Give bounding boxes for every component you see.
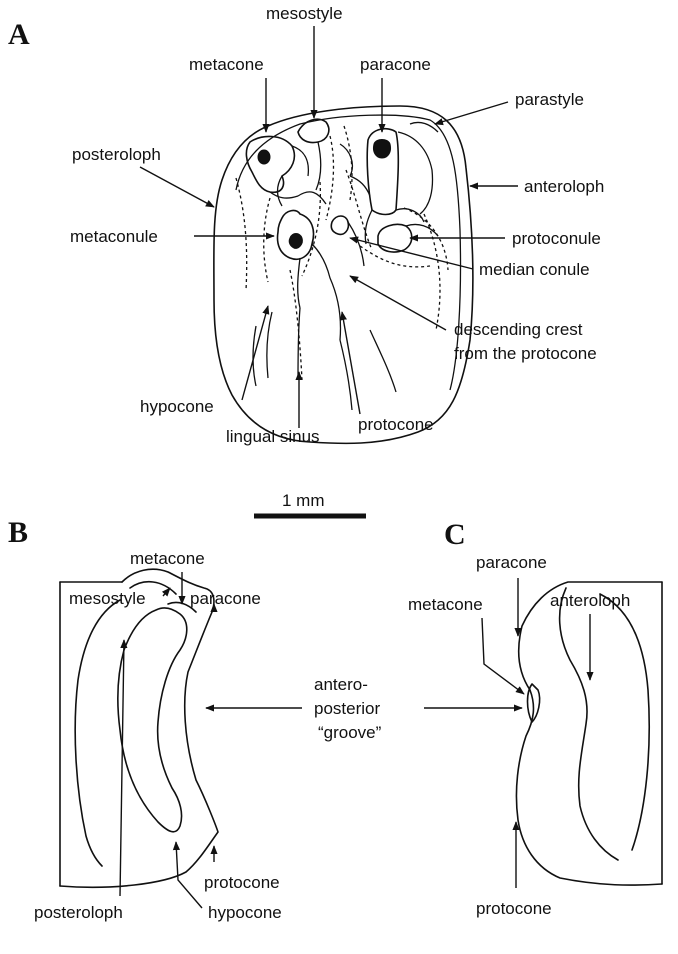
- arrow-hypocone: [242, 306, 268, 400]
- arrow-posteroloph-b: [120, 640, 124, 896]
- tooth-c-anteroloph-ridge: [600, 594, 649, 850]
- tooth-c-inner-profile: [560, 588, 618, 860]
- label-hypocone: hypocone: [140, 397, 214, 416]
- arrow-descending-crest: [350, 276, 446, 330]
- label-metacone-b: metacone: [130, 549, 205, 568]
- parastyle-crest: [398, 122, 438, 214]
- label-median-conule: median conule: [479, 260, 590, 279]
- panel-label-a: A: [8, 18, 30, 51]
- label-mesostyle: mesostyle: [266, 4, 343, 23]
- arrow-posteroloph: [140, 167, 214, 207]
- label-lingual-sinus: lingual sinus: [226, 427, 320, 446]
- label-mesostyle-b: mesostyle: [69, 589, 146, 608]
- arrow-parastyle: [435, 102, 508, 124]
- tooth-c-lateral-view: [516, 582, 662, 885]
- label-parastyle: parastyle: [515, 90, 584, 109]
- metaconule-pit: [289, 234, 302, 249]
- scale-bar: 1 mm: [254, 491, 366, 516]
- tooth-c-outer-profile: [516, 582, 662, 885]
- label-anteroloph: anteroloph: [524, 177, 604, 196]
- label-protocone-b: protocone: [204, 873, 280, 892]
- tooth-a-occlusal-view: [214, 106, 473, 443]
- panel-label-c: C: [444, 518, 466, 551]
- tooth-b-outer-profile: [60, 569, 218, 887]
- label-protocone-c: protocone: [476, 899, 552, 918]
- label-posteroloph: posteroloph: [72, 145, 161, 164]
- label-protocone-a: protocone: [358, 415, 434, 434]
- label-metaconule: metaconule: [70, 227, 158, 246]
- panel-c-labels: paracone metacone anteroloph protocone: [408, 553, 630, 918]
- tooth-b-inner-profile: [118, 608, 187, 832]
- label-protoconule: protoconule: [512, 229, 601, 248]
- label-groove-line1: antero-: [314, 675, 368, 694]
- protoconule-cusp: [378, 224, 412, 252]
- tooth-a-outline: [214, 106, 473, 443]
- label-paracone-b: paracone: [190, 589, 261, 608]
- label-groove-line2: posterior: [314, 699, 380, 718]
- median-conule: [331, 216, 348, 234]
- scale-bar-label: 1 mm: [282, 491, 325, 510]
- tooth-b-posteroloph-ridge: [75, 600, 120, 866]
- lingual-grooves: [253, 308, 396, 410]
- label-paracone: paracone: [360, 55, 431, 74]
- label-posteroloph-b: posteroloph: [34, 903, 123, 922]
- arrow-mesostyle-b: [163, 588, 170, 596]
- label-anteroloph-c: anteroloph: [550, 591, 630, 610]
- tooth-b-lateral-view: [60, 569, 218, 887]
- label-hypocone-b: hypocone: [208, 903, 282, 922]
- paracone-pit: [373, 140, 390, 159]
- panel-a-labels: mesostyle metacone paracone parastyle po…: [70, 4, 604, 446]
- label-groove-line3: “groove”: [318, 723, 382, 742]
- panel-label-b: B: [8, 516, 28, 549]
- metacone-pit: [258, 150, 270, 164]
- label-paracone-c: paracone: [476, 553, 547, 572]
- label-metacone-c: metacone: [408, 595, 483, 614]
- label-metacone: metacone: [189, 55, 264, 74]
- groove-label-group: antero- posterior “groove”: [206, 675, 522, 742]
- label-descending-crest-2: from the protocone: [454, 344, 597, 363]
- label-descending-crest-1: descending crest: [454, 320, 583, 339]
- metacone-cusp: [246, 136, 294, 192]
